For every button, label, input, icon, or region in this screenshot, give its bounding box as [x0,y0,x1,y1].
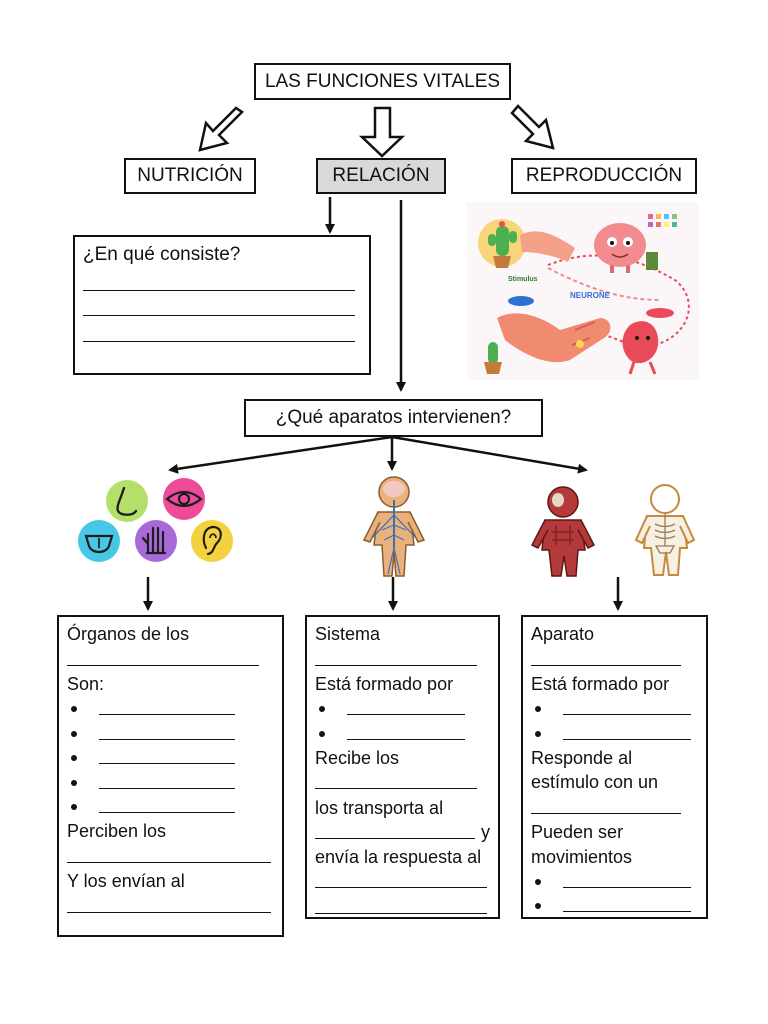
bullet-item [67,770,272,795]
bullet-item [315,721,490,746]
bullet-item [67,721,272,746]
answer-line [83,297,355,316]
col3-line2: Está formado por [531,674,670,694]
aparatos-question: ¿Qué aparatos intervienen? [275,407,512,428]
aparatos-question-box: ¿Qué aparatos intervienen? [244,399,543,437]
answer-line [67,844,271,863]
consiste-box: ¿En qué consiste? [73,235,371,375]
col3-line5: Pueden ser [531,822,624,842]
bullet-item [67,746,272,771]
answer-line [67,647,259,666]
answer-line-row: y [315,820,490,845]
col3-line3: Responde al [531,747,633,768]
answer-line [83,323,355,342]
outline-arrow-right [510,104,555,150]
bullet-item [315,697,490,722]
main-title-text: LAS FUNCIONES VITALES [264,70,501,92]
col3-line4: estímulo con un [531,772,659,792]
column-aparato-locomotor: Aparato Está formado por Responde al est… [521,615,708,919]
col3-line1: Aparato [531,624,595,644]
branch-nutricion: NUTRICIÓN [124,158,256,194]
branch-relacion: RELACIÓN [316,158,446,194]
col2-line5: envía la respuesta al [315,846,482,867]
outline-arrow-left [198,106,244,152]
answer-line [315,647,477,666]
answer-line [67,894,271,913]
col2-line2: Está formado por [315,674,454,694]
bullet-item [531,697,698,722]
branch-relacion-label: RELACIÓN [332,165,430,186]
outline-arrow-down [358,106,406,158]
bullet-item [531,894,698,919]
col1-line4: Y los envían al [67,871,185,891]
col1-line1: Órganos de los [67,624,190,644]
col2-line4-end: y [481,822,490,842]
branch-reproduccion-label: REPRODUCCIÓN [525,165,683,186]
answer-line [315,820,475,839]
answer-line [83,272,355,291]
col2-line3: Recibe los [315,747,400,768]
answer-line [531,647,681,666]
column-sentidos: Órganos de los Son: Perciben los Y los e… [57,615,284,937]
bullet-item [531,869,698,894]
col2-line4: los transporta al [315,797,444,818]
column-sistema-nervioso: Sistema Está formado por Recibe los los … [305,615,500,919]
bullet-item [531,721,698,746]
answer-line [315,895,487,914]
col1-line2: Son: [67,674,105,694]
bullet-item [67,697,272,722]
branch-nutricion-label: NUTRICIÓN [137,165,243,186]
col1-line3: Perciben los [67,821,167,841]
answer-line [315,770,477,789]
answer-line [531,795,681,814]
bullet-item [67,795,272,820]
col3-line6: movimientos [531,846,633,867]
consiste-question: ¿En qué consiste? [83,244,241,265]
branch-reproduccion: REPRODUCCIÓN [511,158,697,194]
main-title: LAS FUNCIONES VITALES [254,63,511,100]
answer-line [315,869,487,888]
col2-line1: Sistema [315,624,381,644]
